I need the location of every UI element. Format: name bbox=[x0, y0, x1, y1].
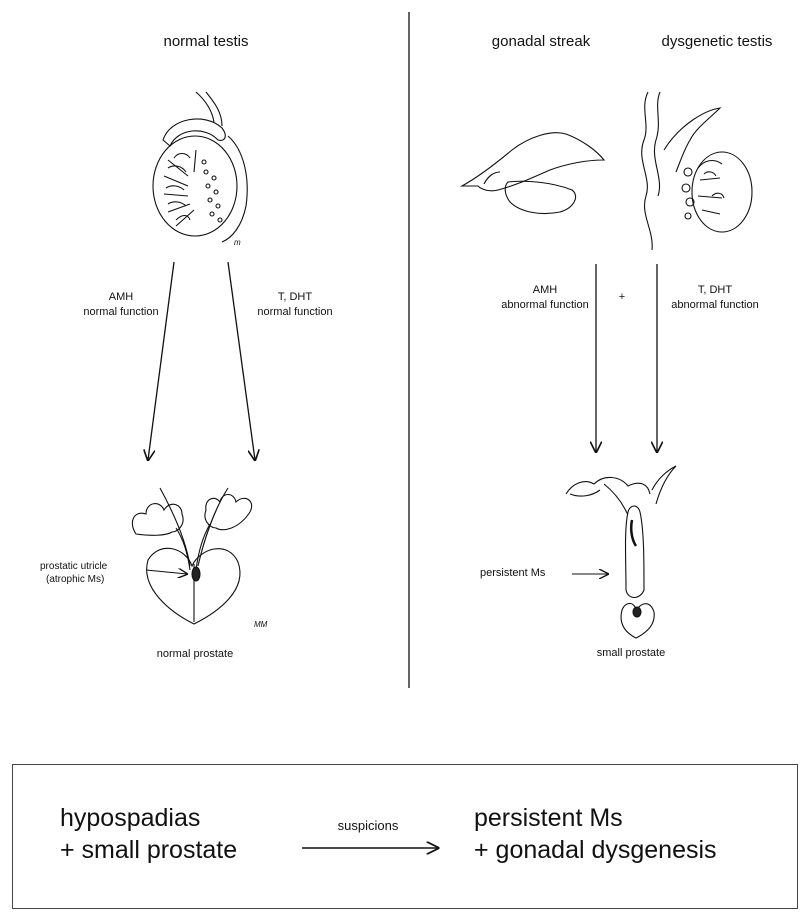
gonadal-streak-title: gonadal streak bbox=[466, 33, 616, 50]
dysgenetic-testis-title: dysgenetic testis bbox=[632, 33, 802, 50]
abnormal-function-label: abnormal function bbox=[490, 298, 600, 313]
hypospadias-line: hypospadias bbox=[60, 802, 237, 834]
callout-line-1: prostatic utricle bbox=[40, 560, 152, 573]
artist-initials-bottom: MM bbox=[254, 620, 267, 629]
normal-prostate-illustration bbox=[132, 488, 251, 624]
t-dht-normal-label: T, DHT normal function bbox=[230, 290, 360, 320]
normal-prostate-caption: normal prostate bbox=[130, 648, 260, 660]
normal-function-label: normal function bbox=[56, 305, 186, 320]
t-dht-abnormal-label: T, DHT abnormal function bbox=[660, 283, 770, 313]
amh-label: AMH bbox=[490, 283, 600, 298]
summary-left-text: hypospadias + small prostate bbox=[60, 802, 237, 866]
t-dht-label: T, DHT bbox=[660, 283, 770, 298]
summary-right-text: persistent Ms + gonadal dysgenesis bbox=[474, 802, 717, 866]
normal-function-label: normal function bbox=[230, 305, 360, 320]
t-dht-label: T, DHT bbox=[230, 290, 360, 305]
small-prostate-caption: small prostate bbox=[576, 647, 686, 659]
artist-initials-top: m bbox=[234, 238, 241, 247]
gonadal-streak-illustration bbox=[462, 133, 604, 214]
small-prostate-illustration bbox=[566, 466, 676, 638]
amh-normal-label: AMH normal function bbox=[56, 290, 186, 320]
utricle-callout-arrow bbox=[146, 570, 187, 574]
normal-testis-title: normal testis bbox=[126, 33, 286, 50]
abnormal-function-label: abnormal function bbox=[660, 298, 770, 313]
plus-sign: + bbox=[612, 290, 632, 305]
amh-label: AMH bbox=[56, 290, 186, 305]
persistent-ms-line: persistent Ms bbox=[474, 802, 717, 834]
suspicions-label: suspicions bbox=[318, 818, 418, 833]
prostatic-utricle-callout: prostatic utricle (atrophic Ms) bbox=[40, 560, 152, 586]
callout-line-2: (atrophic Ms) bbox=[40, 573, 152, 586]
amh-abnormal-label: AMH abnormal function bbox=[490, 283, 600, 313]
small-prostate-line: + small prostate bbox=[60, 834, 237, 866]
gonadal-dysgenesis-line: + gonadal dysgenesis bbox=[474, 834, 717, 866]
normal-testis-illustration bbox=[153, 92, 247, 242]
dysgenetic-testis-illustration bbox=[642, 92, 752, 250]
persistent-ms-callout: persistent Ms bbox=[480, 567, 570, 579]
